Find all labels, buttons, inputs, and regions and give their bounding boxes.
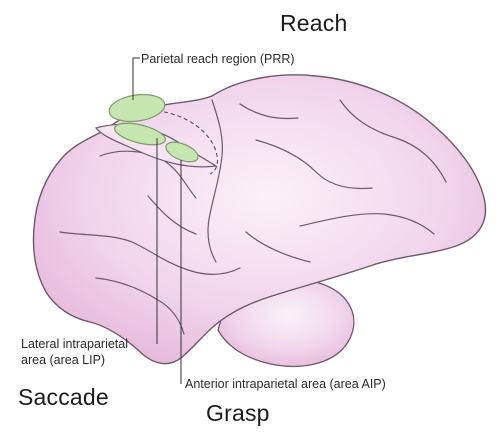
label-prr: Parietal reach region (PRR) <box>141 52 295 66</box>
leader-lines <box>132 57 182 384</box>
label-aip: Anterior intraparietal area (area AIP) <box>185 377 386 391</box>
heading-saccade: Saccade <box>18 384 109 410</box>
sulcus-dashed-outline <box>149 109 219 175</box>
region-prr <box>108 93 166 123</box>
region-lip <box>114 122 166 146</box>
region-aip <box>165 141 199 163</box>
leader-line-prr <box>132 57 140 100</box>
label-lip-line2: area (area LIP) <box>21 353 106 367</box>
sulci <box>59 99 447 335</box>
label-lip-line1: Lateral intraparietal <box>21 337 129 351</box>
heading-reach: Reach <box>280 10 348 36</box>
heading-grasp: Grasp <box>206 400 270 426</box>
